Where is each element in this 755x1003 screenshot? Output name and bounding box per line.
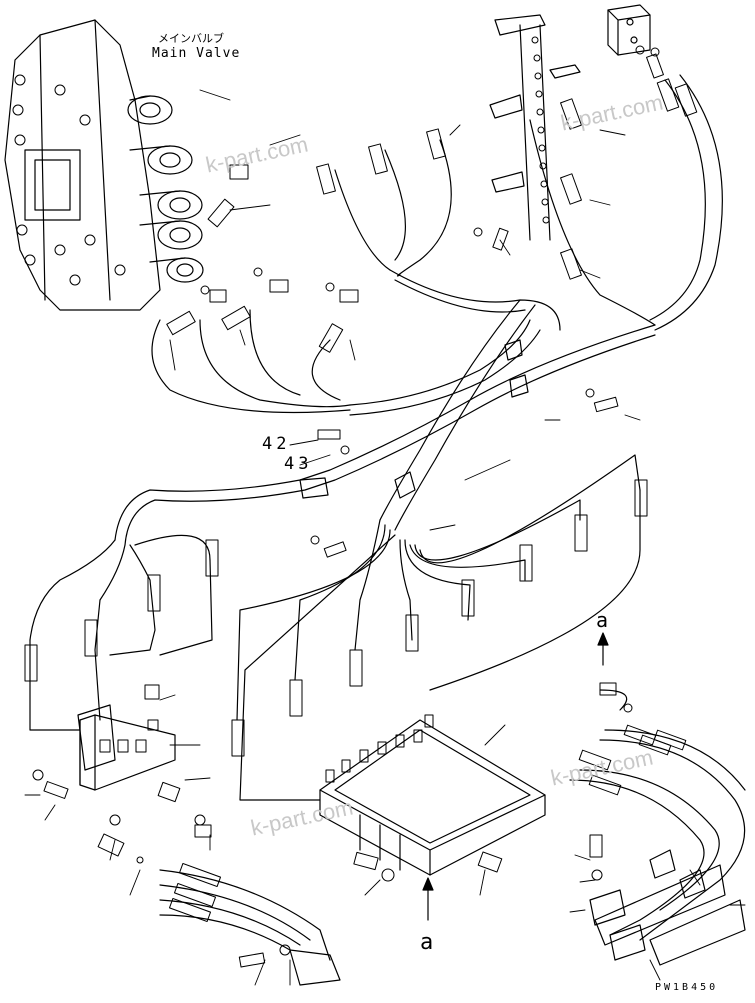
hose-fittings-upper [166,53,698,558]
upper-hose-lines [114,74,723,546]
leader-lines [24,89,746,986]
connector-mounting-rail [489,14,581,241]
hose-clamps [299,339,529,499]
view-marker-a-lower: a [420,930,434,955]
view-arrows [422,632,609,921]
center-hose-bundle [231,454,648,801]
washers-upper [200,45,660,545]
left-manifold-assembly [24,534,341,986]
callout-42: 42 [262,434,291,454]
mounting-frame [319,714,546,882]
main-valve-title-en: Main Valve [152,46,241,61]
main-valve-title-jp: メインバルブ [158,32,224,45]
view-marker-a-upper: a [596,608,609,632]
junction-block [607,4,651,56]
main-valve-body [4,19,204,311]
right-lower-hoses [569,682,746,966]
callout-43: 43 [284,454,313,474]
drawing-code: PW1B450 [655,982,719,993]
